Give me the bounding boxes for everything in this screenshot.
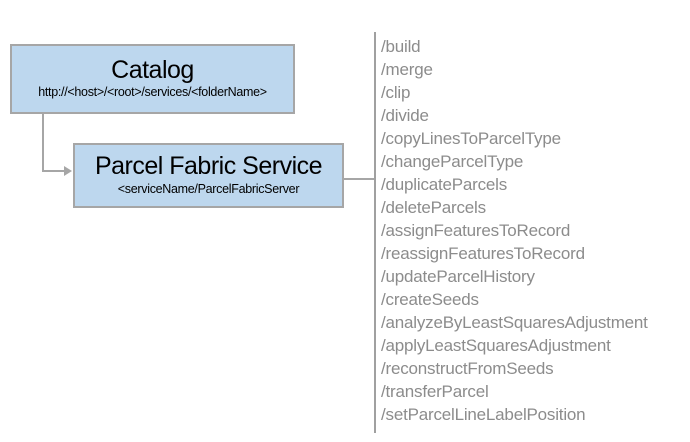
catalog-node-title: Catalog [111, 55, 194, 84]
endpoint-divide: /divide [381, 106, 429, 125]
endpoint-assign-features-to-record: /assignFeaturesToRecord [381, 221, 571, 240]
parcel-fabric-service-node: Parcel Fabric Service <serviceName/Parce… [73, 143, 344, 208]
service-to-endpoints-connector [343, 178, 374, 180]
endpoint-duplicate-parcels: /duplicateParcels [381, 175, 508, 194]
endpoint-list: /build /merge /clip /divide /copyLinesTo… [381, 35, 686, 426]
endpoint-list-divider [374, 32, 376, 433]
catalog-to-service-connector-vertical [42, 114, 44, 172]
endpoint-reassign-features-to-record: /reassignFeaturesToRecord [381, 244, 585, 263]
catalog-to-service-connector-horizontal [42, 170, 65, 172]
catalog-node-url: http://<host>/<root>/services/<folderNam… [38, 85, 267, 100]
endpoint-set-parcel-line-label-position: /setParcelLineLabelPosition [381, 405, 586, 424]
connector-arrowhead-icon [64, 166, 72, 176]
endpoint-build: /build [381, 37, 421, 56]
service-node-path: <serviceName/ParcelFabricServer [117, 181, 300, 196]
endpoint-analyze-by-least-squares-adjustment: /analyzeByLeastSquaresAdjustment [381, 313, 648, 332]
endpoint-change-parcel-type: /changeParcelType [381, 152, 524, 171]
service-node-title: Parcel Fabric Service [94, 152, 323, 181]
endpoint-delete-parcels: /deleteParcels [381, 198, 486, 217]
endpoint-create-seeds: /createSeeds [381, 290, 479, 309]
endpoint-update-parcel-history: /updateParcelHistory [381, 267, 535, 286]
endpoint-apply-least-squares-adjustment: /applyLeastSquaresAdjustment [381, 336, 611, 355]
endpoint-reconstruct-from-seeds: /reconstructFromSeeds [381, 359, 554, 378]
endpoint-copy-lines-to-parcel-type: /copyLinesToParcelType [381, 129, 561, 148]
endpoint-clip: /clip [381, 83, 411, 102]
endpoint-transfer-parcel: /transferParcel [381, 382, 489, 401]
endpoint-merge: /merge [381, 60, 433, 79]
catalog-node: Catalog http://<host>/<root>/services/<f… [10, 44, 295, 114]
